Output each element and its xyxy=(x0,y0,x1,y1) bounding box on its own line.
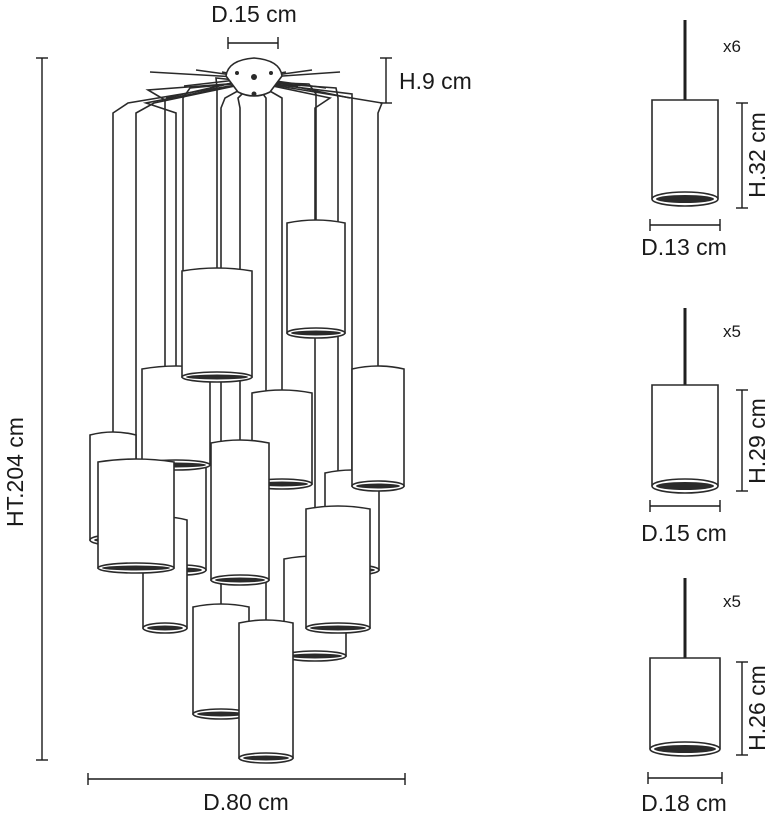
pendant-shades xyxy=(89,219,405,764)
pendant-cord xyxy=(135,81,255,459)
pendant-shade xyxy=(210,439,270,586)
pendant-cord xyxy=(112,81,255,432)
pendant-2-diameter-label: D.15 cm xyxy=(641,520,727,546)
pendant-3-diameter-label: D.18 cm xyxy=(641,790,727,816)
pendant-variant-3: x5 H.26 cm D.18 cm xyxy=(641,578,770,816)
pendant-shade xyxy=(238,619,294,764)
pendant-1-height-label: H.32 cm xyxy=(744,112,770,198)
pendant-1-quantity: x6 xyxy=(723,37,741,56)
canopy-height-dimension: H.9 cm xyxy=(380,57,472,104)
pendant-3-height-label: H.26 cm xyxy=(744,665,770,751)
pendant-cord xyxy=(253,81,317,220)
pendant-shade xyxy=(181,267,253,383)
pendant-cord xyxy=(237,81,255,440)
pendant-cord xyxy=(253,81,283,390)
pendant-variant-2: x5 H.29 cm D.15 cm xyxy=(641,308,770,546)
pendant-3-quantity: x5 xyxy=(723,592,741,611)
pendant-shade xyxy=(192,603,250,720)
canopy-diameter-label: D.15 cm xyxy=(211,1,297,27)
total-height-label: HT.204 cm xyxy=(2,417,28,527)
pendant-cord xyxy=(142,81,255,366)
pendant-cord xyxy=(253,81,384,366)
pendant-shade xyxy=(97,458,175,574)
total-diameter-label: D.80 cm xyxy=(203,789,289,815)
pendant-shade xyxy=(286,219,346,339)
total-diameter-dimension: D.80 cm xyxy=(87,773,406,815)
pendant-shade xyxy=(305,505,371,634)
pendant-cord xyxy=(253,81,353,470)
canopy-diameter-dimension: D.15 cm xyxy=(211,1,297,49)
total-height-dimension: HT.204 cm xyxy=(2,57,48,761)
pendant-cord xyxy=(145,81,255,517)
pendant-2-quantity: x5 xyxy=(723,322,741,341)
pendant-shade xyxy=(351,365,405,492)
canopy-height-label: H.9 cm xyxy=(399,68,472,94)
chandelier-illustration xyxy=(89,57,405,764)
pendant-1-diameter-label: D.13 cm xyxy=(641,234,727,260)
canopy xyxy=(225,57,283,97)
pendant-variant-1: x6 H.32 cm D.13 cm xyxy=(641,20,770,260)
pendant-2-height-label: H.29 cm xyxy=(744,398,770,484)
